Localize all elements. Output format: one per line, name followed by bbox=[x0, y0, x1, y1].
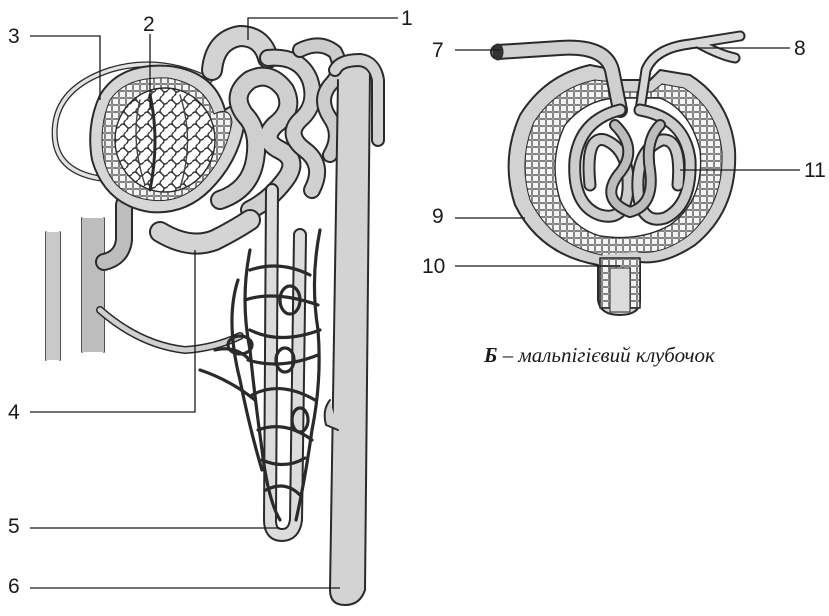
caption-text: – мальпігієвий клубочок bbox=[497, 343, 715, 367]
leader-1 bbox=[248, 18, 398, 40]
label-3: 3 bbox=[8, 26, 20, 47]
label-1: 1 bbox=[401, 8, 413, 29]
label-4: 4 bbox=[8, 402, 20, 423]
glomerulus bbox=[115, 88, 215, 192]
malpighian-corpuscle bbox=[493, 36, 740, 315]
nephron bbox=[46, 36, 378, 605]
label-9: 9 bbox=[432, 206, 444, 227]
label-6: 6 bbox=[8, 576, 20, 597]
caption-letter: Б bbox=[484, 343, 497, 367]
figure-caption: Б – мальпігієвий клубочок bbox=[484, 343, 784, 368]
label-5: 5 bbox=[8, 516, 20, 537]
label-10: 10 bbox=[422, 256, 445, 277]
renal-vessels bbox=[46, 192, 240, 360]
label-2: 2 bbox=[143, 14, 155, 35]
label-7: 7 bbox=[432, 40, 444, 61]
label-8: 8 bbox=[794, 38, 806, 59]
label-11: 11 bbox=[804, 160, 826, 181]
leader-3 bbox=[30, 36, 100, 100]
